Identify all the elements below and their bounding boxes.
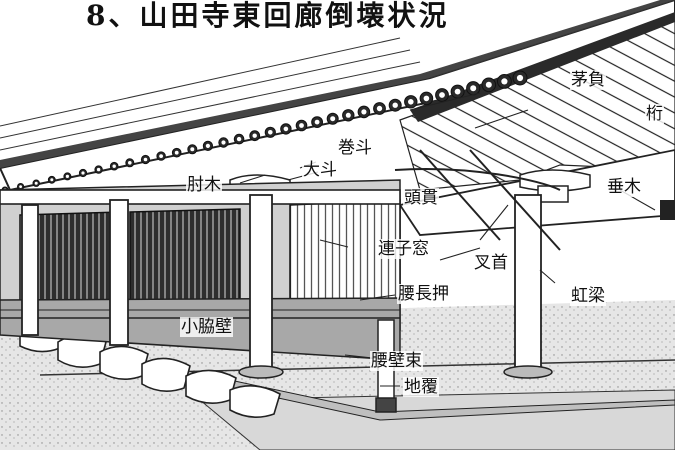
tile-end-center <box>81 171 85 175</box>
tile-end-center <box>174 150 179 155</box>
tile-end-center <box>65 174 69 178</box>
tile-end-center <box>236 136 242 142</box>
tile-end-center <box>96 167 101 172</box>
tile-end-center <box>50 178 54 182</box>
tile-end-center <box>112 164 116 168</box>
label-jifuku: 地覆 <box>403 377 439 397</box>
tile-end-center <box>34 181 38 185</box>
tile-end-center <box>361 109 367 115</box>
tile-end-center <box>128 161 132 165</box>
label-koryo: 虹梁 <box>570 286 606 306</box>
tile-end-center <box>283 126 289 132</box>
tile-end-center <box>330 116 336 122</box>
tile-end-center <box>392 102 398 108</box>
tile-end-center <box>159 154 164 159</box>
tile-end-center <box>221 140 226 145</box>
tile-end-center <box>314 119 320 125</box>
tile-end-center <box>423 95 430 102</box>
diagram-title: 8、山田寺東回廊倒壊状況 <box>86 0 446 28</box>
label-keta: 桁 <box>645 104 664 124</box>
tile-end-center <box>439 92 445 98</box>
tile-end-center <box>408 99 414 105</box>
tile-end-center <box>454 88 461 95</box>
column-bases <box>238 365 553 379</box>
tile-end-center <box>19 185 22 189</box>
tile-end-center <box>205 143 210 148</box>
label-kowakikabe: 小脇壁 <box>180 317 233 337</box>
eave-tile-row <box>1 70 528 194</box>
label-koshikabezuka: 腰壁束 <box>370 351 423 371</box>
label-makito: 巻斗 <box>337 138 373 158</box>
label-kayaoi: 茅負 <box>570 70 606 90</box>
tile-end-center <box>345 112 351 118</box>
tile-end-center <box>376 105 383 112</box>
tile-end-center <box>252 133 257 138</box>
tie-beam <box>394 149 561 251</box>
tile-end-center <box>268 130 273 135</box>
label-kashiranuki: 頭貫 <box>403 188 439 208</box>
tile-end-center <box>516 74 524 82</box>
tile-end-center <box>190 147 195 152</box>
tile-end-center <box>299 123 304 128</box>
tile-end-center <box>485 81 492 88</box>
tile-end-center <box>470 85 477 92</box>
label-taruki: 垂木 <box>606 177 642 197</box>
label-koshinageshi: 腰長押 <box>397 284 450 304</box>
tile-end-center <box>501 78 508 85</box>
label-renjimado: 連子窓 <box>377 239 430 259</box>
label-daito: 大斗 <box>302 160 338 180</box>
label-sasu: 叉首 <box>473 253 509 273</box>
label-hijiki: 肘木 <box>186 175 222 195</box>
tile-end-center <box>143 157 148 162</box>
fallen-roof-tiles <box>19 321 281 418</box>
